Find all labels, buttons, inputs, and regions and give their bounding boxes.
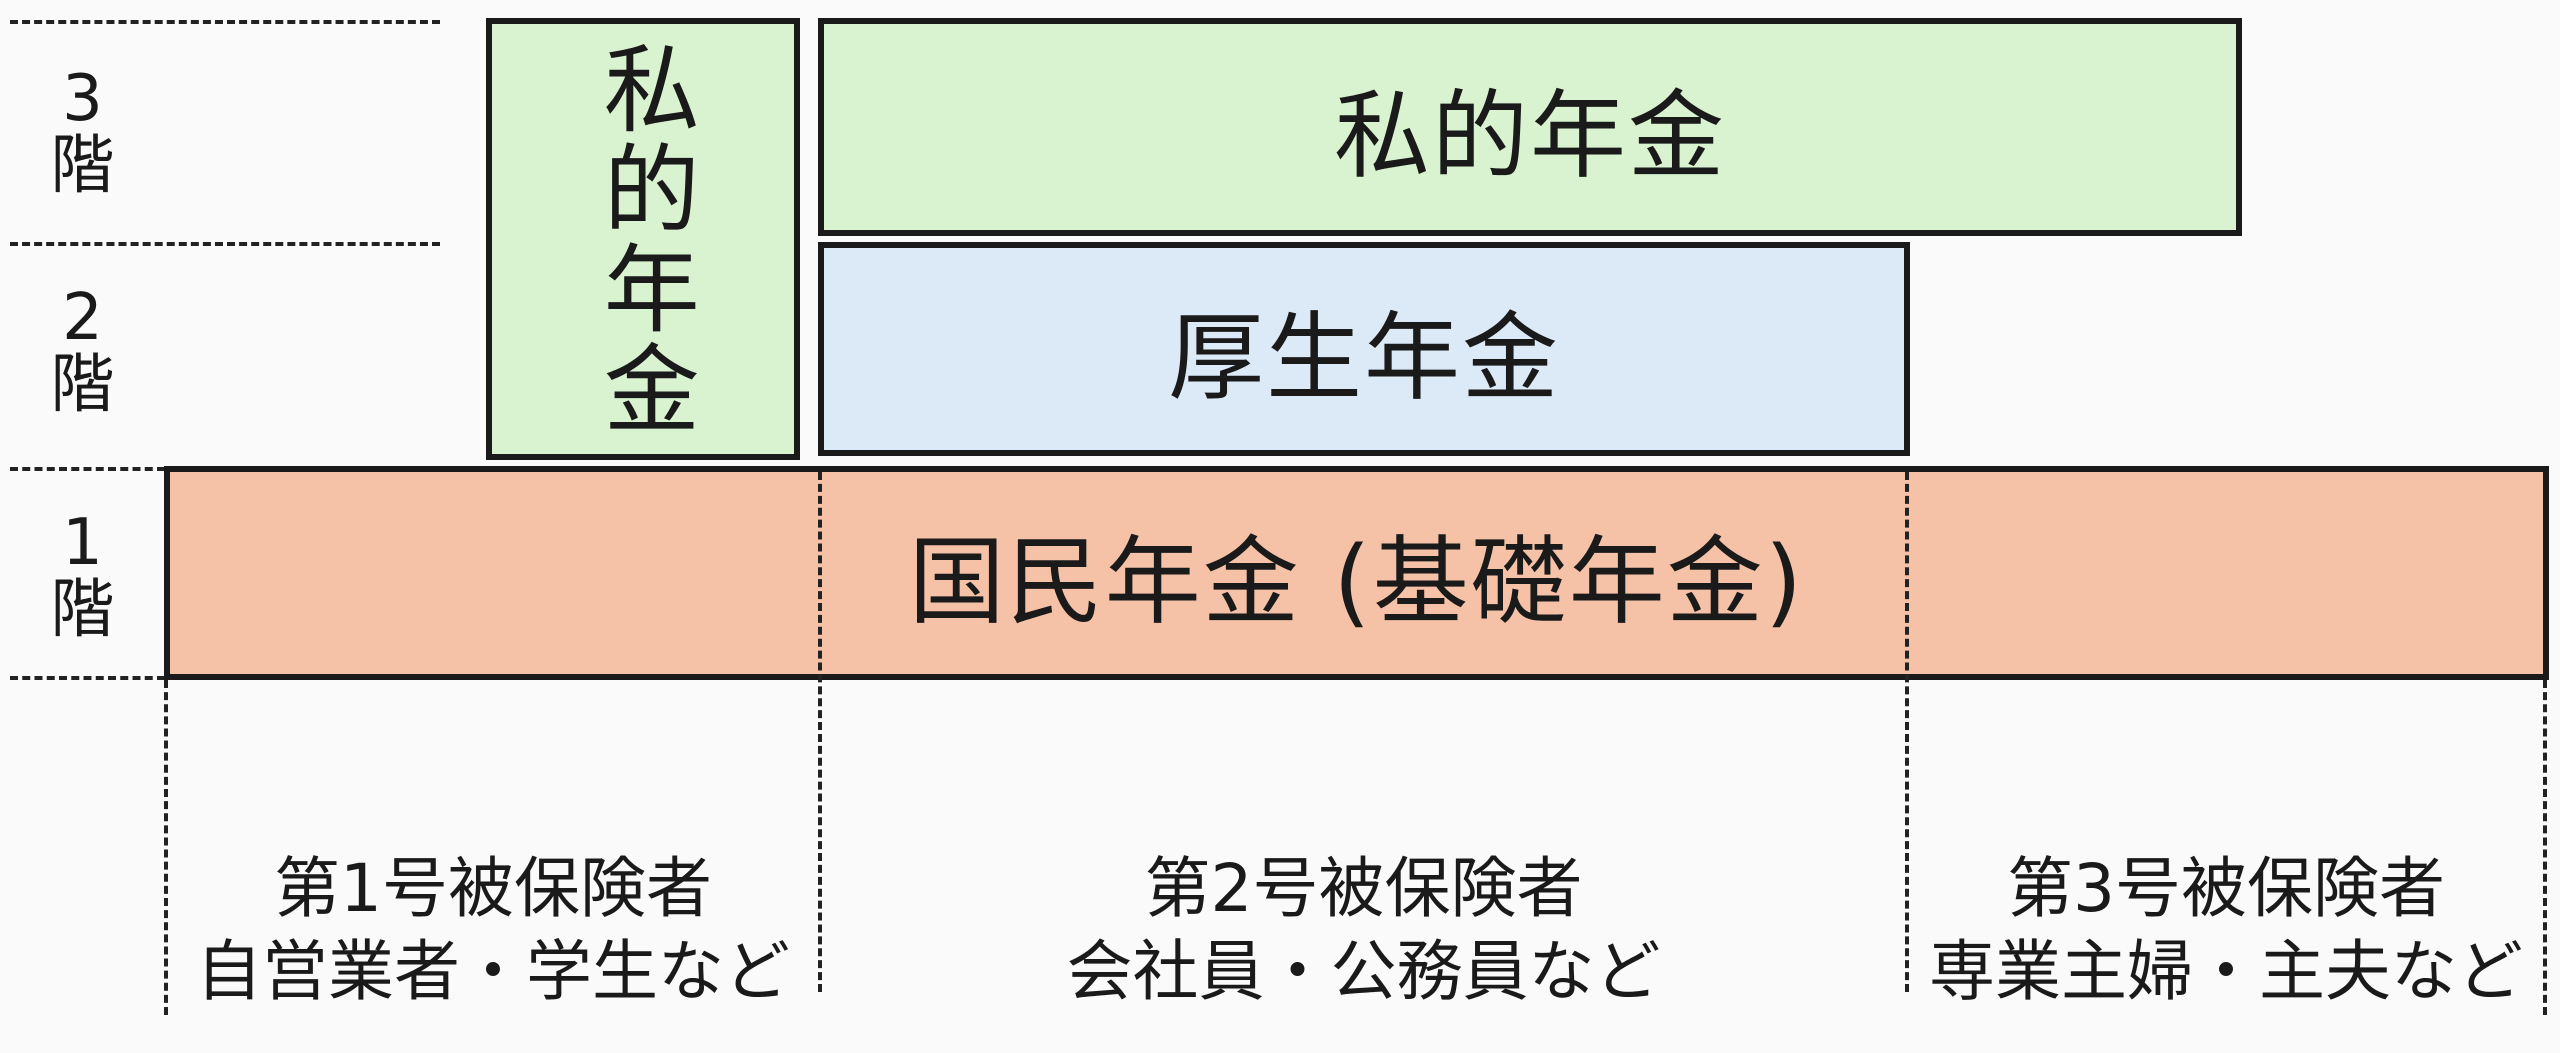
- group-divider-right: [2543, 680, 2547, 1015]
- insured-group-2: 第2号被保険者 会社員・公務員など: [822, 848, 1905, 1013]
- floor-kanji: 階: [50, 573, 115, 648]
- floor-kanji: 階: [50, 348, 115, 423]
- floor-label-1: 1 階: [0, 506, 165, 648]
- employee-pension-box: 厚生年金: [818, 242, 1910, 456]
- floor-label-2: 2 階: [0, 281, 165, 423]
- floor-divider-2-1: [10, 467, 165, 471]
- national-pension-box: 国民年金 (基礎年金): [164, 466, 2549, 680]
- private-pension-tall-label: 私的年金: [587, 39, 700, 439]
- insured-group-1: 第1号被保険者 自営業者・学生など: [168, 848, 818, 1013]
- floor-kanji: 階: [50, 129, 115, 204]
- insured-group-subtitle: 自営業者・学生など: [196, 932, 790, 1010]
- national-pension-label: 国民年金 (基礎年金): [908, 525, 1805, 638]
- insured-group-title: 第2号被保険者: [1144, 850, 1583, 927]
- insured-group-subtitle: 会社員・公務員など: [1066, 932, 1661, 1010]
- private-pension-tall-box: 私的年金: [486, 18, 800, 460]
- floor-label-3: 3 階: [0, 62, 165, 204]
- group-divider-2-3: [1905, 472, 1909, 992]
- floor-number: 1: [62, 506, 103, 580]
- insured-group-subtitle: 専業主婦・主夫など: [1929, 932, 2523, 1010]
- private-pension-wide-label: 私的年金: [1334, 79, 1726, 192]
- floor-divider-3-2: [10, 242, 440, 246]
- private-pension-wide-box: 私的年金: [818, 18, 2242, 236]
- group-divider-left: [164, 680, 168, 1015]
- insured-group-3: 第3号被保険者 専業主婦・主夫など: [1909, 848, 2543, 1013]
- floor-number: 3: [62, 62, 103, 136]
- insured-group-title: 第1号被保険者: [274, 850, 712, 927]
- employee-pension-label: 厚生年金: [1168, 301, 1560, 414]
- floor-divider-top: [10, 20, 440, 24]
- group-divider-1-2: [818, 472, 822, 992]
- floor-divider-bottom: [10, 676, 165, 680]
- floor-number: 2: [62, 281, 103, 355]
- insured-group-title: 第3号被保険者: [2007, 850, 2445, 927]
